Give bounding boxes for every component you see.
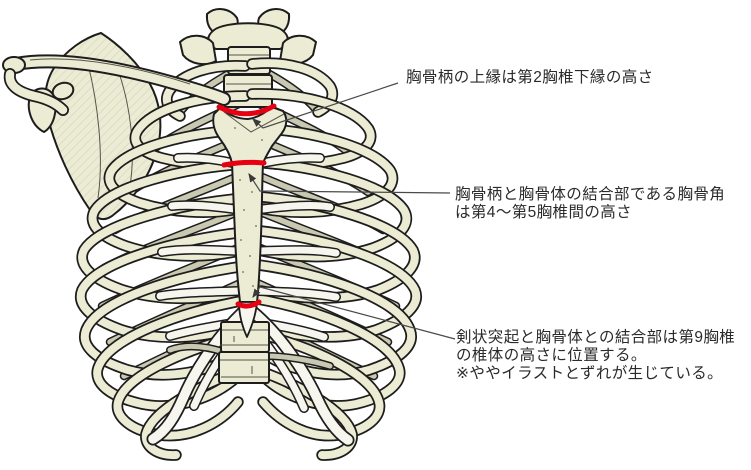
annotation-manubrium-top: 胸骨柄の上縁は第2胸椎下縁の高さ (406, 69, 654, 87)
xiphoid-junction-marker (235, 299, 262, 309)
sternum (212, 106, 288, 338)
coracoid-process (51, 81, 75, 101)
annotation-line: は第4～第5胸椎間の高さ (455, 203, 633, 221)
annotation-note: ※ややイラストとずれが生じている。 (456, 365, 724, 382)
annotation-sternal-angle: 胸骨柄と胸骨体の結合部である胸骨角 は第4～第5胸椎間の高さ (455, 186, 725, 221)
leader-lines (248, 82, 456, 340)
manubrium (212, 106, 288, 164)
level-markers (216, 103, 277, 309)
bone-texture (234, 127, 263, 287)
annotation-line: 胸骨柄と胸骨体の結合部である胸骨角 (455, 186, 726, 203)
leader-xiphoid-junction (252, 286, 456, 340)
annotation-line: の椎体の高さに位置する。 (456, 346, 647, 364)
annotation-line: 胸骨柄の上縁は第2胸椎下縁の高さ (406, 69, 654, 86)
lower-vertebrae (166, 321, 334, 384)
annotation-line: 剣状突起と胸骨体との結合部は第9胸椎 (456, 329, 736, 346)
costal-cartilage (146, 152, 355, 447)
xiphoid-process (238, 301, 258, 338)
annotation-xiphoid-junction: 剣状突起と胸骨体との結合部は第9胸椎 の椎体の高さに位置する。 ※ややイラストと… (456, 329, 735, 383)
leader-sternal-angle (248, 172, 451, 194)
manubrium-top-marker (216, 103, 277, 117)
leader-manubrium-top (252, 82, 399, 129)
clavicle (2, 54, 231, 116)
sternal-angle-marker (221, 159, 267, 168)
